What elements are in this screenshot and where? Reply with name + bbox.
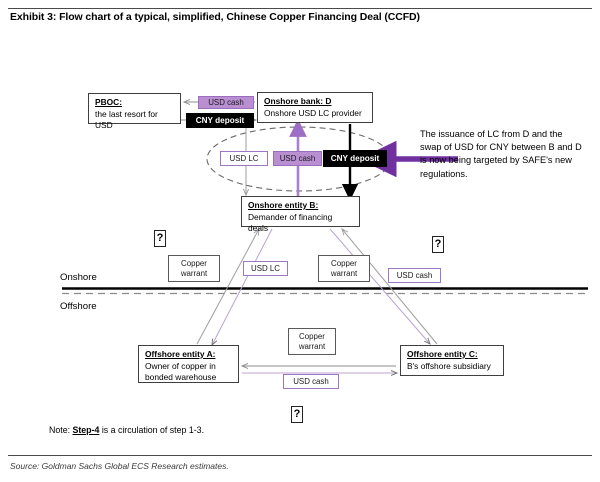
bottom-divider-rule: [8, 455, 592, 457]
note-prefix: Note:: [49, 425, 73, 435]
zone-label-offshore: Offshore: [60, 301, 97, 312]
connector-usd-lc-b-to-a: [212, 228, 273, 345]
flow-tag-usd-lc-mid: USD LC: [243, 261, 288, 276]
entity-c-subtitle: B's offshore subsidiary: [407, 360, 491, 371]
entity-box-onshore-entity-b[interactable]: Onshore entity B: Demander of financing …: [241, 196, 360, 233]
flow-tag-copper-warrant-3: Copper warrant: [288, 328, 336, 355]
entity-a-subtitle: Owner of copper in bonded warehouse: [145, 360, 217, 383]
entity-box-onshore-bank-d[interactable]: Onshore bank: D Onshore USD LC provider: [257, 92, 373, 123]
flow-tag-cny-deposit-ellipse: CNY deposit: [323, 150, 387, 167]
bank-d-subtitle: Onshore USD LC provider: [264, 107, 362, 118]
bank-d-title: Onshore bank: D: [264, 96, 332, 106]
question-mark-left: ?: [154, 230, 166, 247]
flow-tag-usd-cash-top: USD cash: [198, 96, 254, 109]
question-mark-bottom: ?: [291, 406, 303, 423]
flow-tag-copper-warrant-2: Copper warrant: [318, 255, 370, 282]
flow-tag-usd-lc-ellipse: USD LC: [220, 151, 268, 166]
entity-b-title: Onshore entity B:: [248, 200, 319, 210]
entity-box-offshore-entity-c[interactable]: Offshore entity C: B's offshore subsidia…: [400, 345, 504, 376]
question-mark-right: ?: [432, 236, 444, 253]
source-attribution: Source: Goldman Sachs Global ECS Researc…: [10, 461, 229, 471]
top-divider-rule: [8, 8, 592, 10]
entity-b-subtitle: Demander of financing deals: [248, 211, 333, 234]
note-emphasis: Step-4: [72, 425, 100, 435]
exhibit-title: Exhibit 3: Flow chart of a typical, simp…: [10, 11, 420, 23]
entity-a-title: Offshore entity A:: [145, 349, 216, 359]
connector-copper-warrant-a-to-b: [196, 229, 259, 345]
footer-note: Note: Step-4 is a circulation of step 1-…: [49, 425, 204, 435]
flow-tag-usd-cash-bottom: USD cash: [283, 374, 339, 389]
safe-regulation-annotation: The issuance of LC from D and the swap o…: [420, 129, 582, 179]
entity-box-offshore-entity-a[interactable]: Offshore entity A: Owner of copper in bo…: [138, 345, 239, 383]
connector-usd-cash-b-to-c: [329, 228, 430, 344]
flow-tag-cny-deposit-top: CNY deposit: [186, 113, 254, 128]
entity-c-title: Offshore entity C:: [407, 349, 478, 359]
entity-box-pboc[interactable]: PBOC: the last resort for USD: [88, 93, 181, 130]
note-suffix: is a circulation of step 1-3.: [99, 425, 205, 435]
pboc-subtitle: the last resort for USD: [95, 108, 158, 131]
pboc-title: PBOC:: [95, 97, 122, 107]
flow-tag-copper-warrant-1: Copper warrant: [168, 255, 220, 282]
flow-tag-usd-cash-mid: USD cash: [388, 268, 441, 283]
flow-tag-usd-cash-ellipse: USD cash: [273, 151, 322, 166]
zone-label-onshore: Onshore: [60, 272, 97, 283]
connector-copper-warrant-c-to-b: [342, 229, 438, 345]
